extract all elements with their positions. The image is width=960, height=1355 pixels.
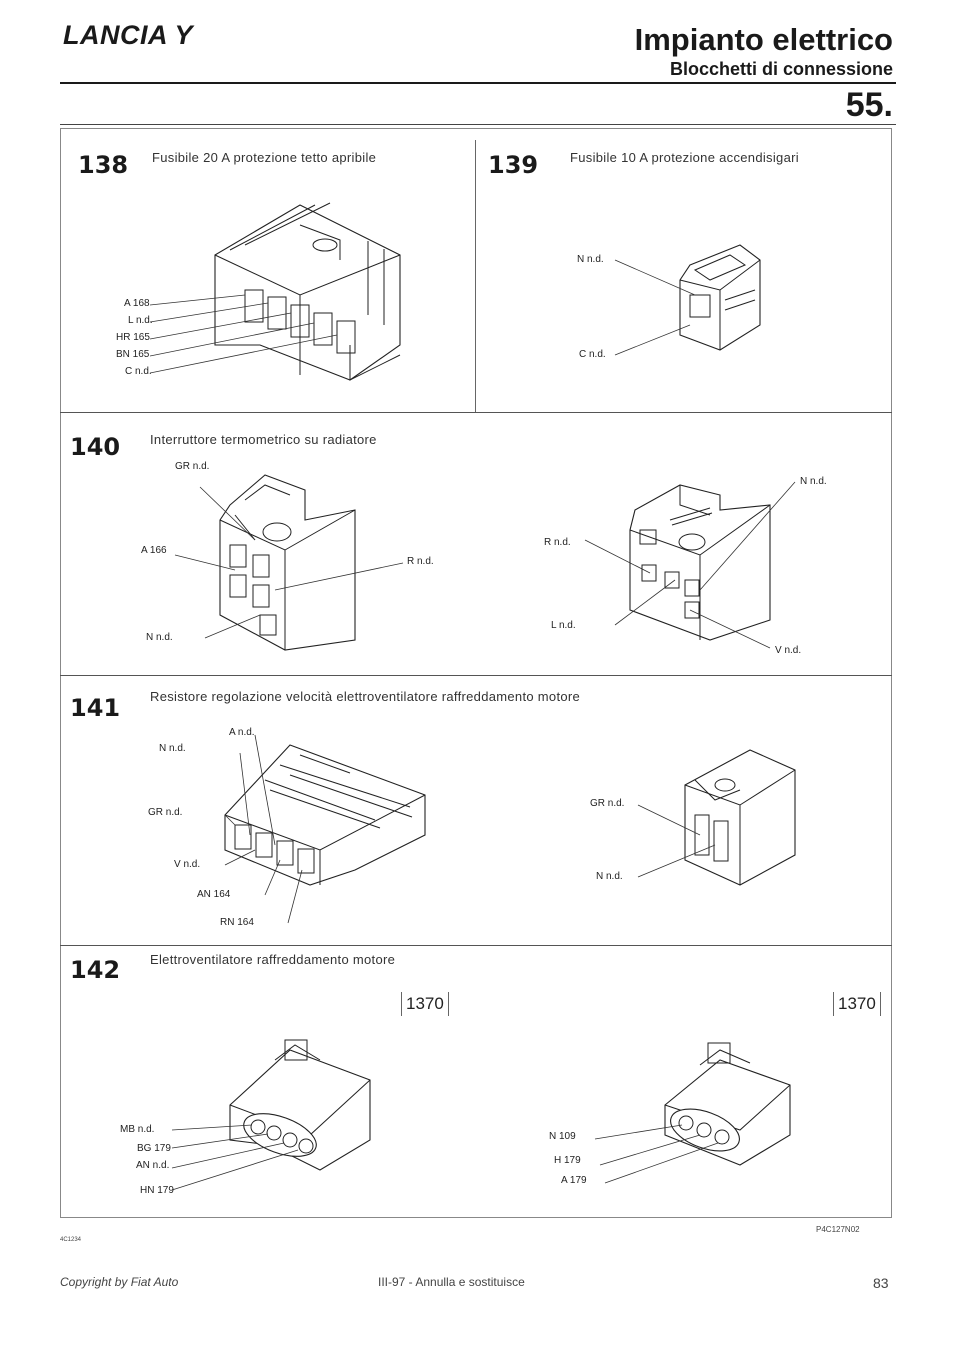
diagram-frame (60, 128, 892, 1218)
header-rule (60, 82, 896, 84)
label-138-c: C n.d. (125, 366, 152, 377)
label-141-right-gr: GR n.d. (590, 798, 625, 809)
label-140-left-a166: A 166 (141, 545, 167, 556)
content-top-rule (60, 124, 896, 125)
label-138-a168: A 168 (124, 298, 150, 309)
label-141-left-an164: AN 164 (197, 889, 231, 900)
section-139-number: 139 (488, 151, 539, 179)
section-141-number: 141 (70, 694, 121, 722)
separator-140-141 (60, 675, 892, 676)
connector-140-right-drawing (584, 481, 796, 649)
separator-138-139 (475, 140, 476, 412)
section-140-description: Interruttore termometrico su radiatore (150, 432, 377, 447)
reference-1370-right: 1370 (833, 992, 881, 1016)
label-142-right-h179: H 179 (554, 1155, 581, 1166)
connector-138-drawing (150, 202, 401, 381)
section-138-description: Fusibile 20 A protezione tetto apribile (152, 150, 377, 165)
label-140-right-v: V n.d. (775, 645, 802, 656)
connector-142-left-drawing (171, 1039, 371, 1191)
label-139-n: N n.d. (577, 254, 604, 265)
section-142-number: 142 (70, 956, 121, 984)
image-code: P4C127N02 (816, 1225, 860, 1234)
label-141-left-a: A n.d. (229, 727, 255, 738)
section-number: 55. (845, 86, 893, 124)
label-140-left-n: N n.d. (146, 632, 173, 643)
page-number: 83 (873, 1275, 889, 1291)
connector-139-drawing (614, 244, 761, 356)
label-138-bn165: BN 165 (116, 349, 150, 360)
label-142-right-a179: A 179 (561, 1175, 587, 1186)
section-140-number: 140 (70, 433, 121, 461)
connector-141-left-drawing (224, 734, 426, 924)
label-142-right-n109: N 109 (549, 1131, 576, 1142)
separator-141-142 (60, 945, 892, 946)
connector-141-right-drawing (637, 749, 796, 886)
label-141-left-n: N n.d. (159, 743, 186, 754)
label-141-left-gr: GR n.d. (148, 807, 183, 818)
small-code: 4C1234 (60, 1237, 82, 1243)
section-141-description: Resistore regolazione velocità elettrove… (150, 689, 581, 704)
label-142-left-an: AN n.d. (136, 1160, 170, 1171)
label-138-l: L n.d. (128, 315, 153, 326)
reference-1370-left: 1370 (401, 992, 449, 1016)
label-138-hr165: HR 165 (116, 332, 150, 343)
separator-138-140 (60, 412, 892, 413)
section-138-number: 138 (78, 151, 129, 179)
section-139-description: Fusibile 10 A protezione accendisigari (570, 150, 799, 165)
label-140-right-n: N n.d. (800, 476, 827, 487)
connector-140-left-drawing (174, 474, 404, 651)
label-142-left-mb: MB n.d. (120, 1124, 155, 1135)
label-141-left-rn164: RN 164 (220, 917, 254, 928)
label-140-left-gr: GR n.d. (175, 461, 210, 472)
label-140-left-r: R n.d. (407, 556, 434, 567)
edition-note: III-97 - Annulla e sostituisce (378, 1275, 525, 1289)
section-142-description: Elettroventilatore raffreddamento motore (150, 952, 396, 967)
connector-142-right-drawing (594, 1042, 791, 1184)
label-139-c: C n.d. (579, 349, 606, 360)
page-title: Impianto elettrico (634, 22, 893, 57)
brand-name: LANCIA Y (63, 20, 194, 50)
label-141-right-n: N n.d. (596, 871, 623, 882)
copyright: Copyright by Fiat Auto (60, 1275, 179, 1289)
label-140-right-r: R n.d. (544, 537, 571, 548)
label-141-left-v: V n.d. (174, 859, 201, 870)
label-142-left-hn179: HN 179 (140, 1185, 174, 1196)
page-subtitle: Blocchetti di connessione (669, 59, 893, 79)
label-142-left-bg179: BG 179 (137, 1143, 171, 1154)
label-140-right-l: L n.d. (551, 620, 576, 631)
